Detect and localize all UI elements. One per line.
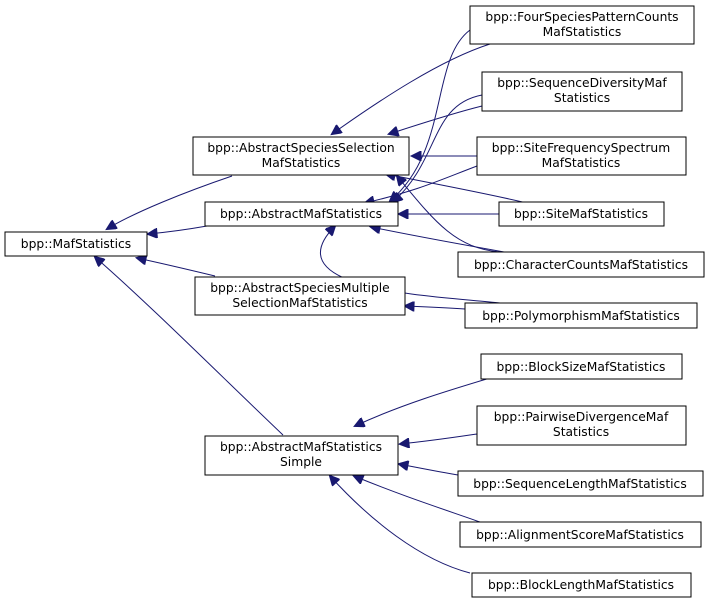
node-pairwise-divergence[interactable]: bpp::PairwiseDivergenceMaf Statistics xyxy=(476,405,687,446)
node-label: bpp::AbstractMafStatistics xyxy=(220,440,382,454)
node-label: bpp::AlignmentScoreMafStatistics xyxy=(476,528,684,542)
node-label: bpp::AbstractMafStatistics xyxy=(220,207,382,221)
nodes: bpp::MafStatistics bpp::AbstractSpeciesS… xyxy=(4,5,705,598)
node-label: Statistics xyxy=(554,91,610,105)
node-label: bpp::BlockLengthMafStatistics xyxy=(488,578,674,592)
node-polymorphism[interactable]: bpp::PolymorphismMafStatistics xyxy=(464,302,698,329)
node-abstract-maf-statistics-simple[interactable]: bpp::AbstractMafStatistics Simple xyxy=(204,435,399,476)
edge-abstract-simple-to-maf-statistics xyxy=(95,257,284,436)
edge-sequence-diversity-to-abstract-maf-statistics xyxy=(393,94,483,202)
node-label: bpp::SequenceDiversityMaf xyxy=(497,76,667,90)
edge-block-length-to-abstract-simple xyxy=(330,476,471,574)
node-label: bpp::AbstractSpeciesSelection xyxy=(207,141,394,155)
edge-four-species-to-abstract-maf-statistics xyxy=(390,29,471,201)
edge-abstract-species-multiple-to-maf-statistics xyxy=(137,258,216,277)
edge-character-counts-to-abstract-maf-statistics xyxy=(371,227,511,254)
node-maf-statistics[interactable]: bpp::MafStatistics xyxy=(4,231,148,257)
node-label: bpp::SequenceLengthMafStatistics xyxy=(473,477,686,491)
node-sequence-length[interactable]: bpp::SequenceLengthMafStatistics xyxy=(457,470,704,497)
node-label: Simple xyxy=(280,455,322,469)
node-label: Statistics xyxy=(553,425,609,439)
node-block-size[interactable]: bpp::BlockSizeMafStatistics xyxy=(480,353,683,380)
edge-block-size-to-abstract-simple xyxy=(355,377,491,426)
edge-pairwise-divergence-to-abstract-simple xyxy=(400,433,478,444)
node-label: bpp::AbstractSpeciesMultiple xyxy=(210,281,390,295)
edges xyxy=(95,29,528,574)
node-label: bpp::MafStatistics xyxy=(21,237,131,251)
node-label: MafStatistics xyxy=(542,156,621,170)
edge-polymorphism-to-abstract-species-multiple xyxy=(405,306,466,309)
edge-abstract-maf-statistics-to-maf-statistics xyxy=(148,225,208,234)
edge-four-species-to-abstract-species-selection xyxy=(332,43,491,134)
node-site-frequency-spectrum[interactable]: bpp::SiteFrequencySpectrum MafStatistics xyxy=(476,136,687,176)
node-label: bpp::PolymorphismMafStatistics xyxy=(482,309,680,323)
node-label: MafStatistics xyxy=(262,156,341,170)
node-four-species-pattern-counts[interactable]: bpp::FourSpeciesPatternCounts MafStatist… xyxy=(469,5,695,45)
node-site-maf-statistics[interactable]: bpp::SiteMafStatistics xyxy=(498,201,665,227)
node-alignment-score[interactable]: bpp::AlignmentScoreMafStatistics xyxy=(459,521,702,548)
node-label: bpp::BlockSizeMafStatistics xyxy=(497,360,666,374)
node-label: bpp::CharacterCountsMafStatistics xyxy=(474,258,688,272)
edge-character-counts-to-abstract-species-selection xyxy=(397,176,501,253)
node-label: bpp::FourSpeciesPatternCounts xyxy=(485,10,678,24)
node-abstract-species-selection[interactable]: bpp::AbstractSpeciesSelection MafStatist… xyxy=(192,136,410,176)
node-label: bpp::SiteMafStatistics xyxy=(514,207,648,221)
node-abstract-species-multiple-selection[interactable]: bpp::AbstractSpeciesMultiple SelectionMa… xyxy=(194,276,406,316)
node-abstract-maf-statistics[interactable]: bpp::AbstractMafStatistics xyxy=(204,201,399,227)
edge-alignment-score-to-abstract-simple xyxy=(354,476,481,523)
node-label: SelectionMafStatistics xyxy=(232,296,367,310)
edge-sequence-diversity-to-abstract-species-selection xyxy=(389,105,483,134)
node-character-counts[interactable]: bpp::CharacterCountsMafStatistics xyxy=(457,251,705,278)
node-block-length[interactable]: bpp::BlockLengthMafStatistics xyxy=(471,572,692,598)
node-label: MafStatistics xyxy=(543,25,622,39)
node-label: bpp::PairwiseDivergenceMaf xyxy=(494,410,669,424)
edge-abstract-species-selection-to-maf-statistics xyxy=(107,175,233,229)
node-sequence-diversity[interactable]: bpp::SequenceDiversityMaf Statistics xyxy=(481,71,683,112)
node-label: bpp::SiteFrequencySpectrum xyxy=(492,141,670,155)
edge-sequence-length-to-abstract-simple xyxy=(399,464,459,476)
edge-site-frequency-to-abstract-maf-statistics xyxy=(365,165,478,203)
